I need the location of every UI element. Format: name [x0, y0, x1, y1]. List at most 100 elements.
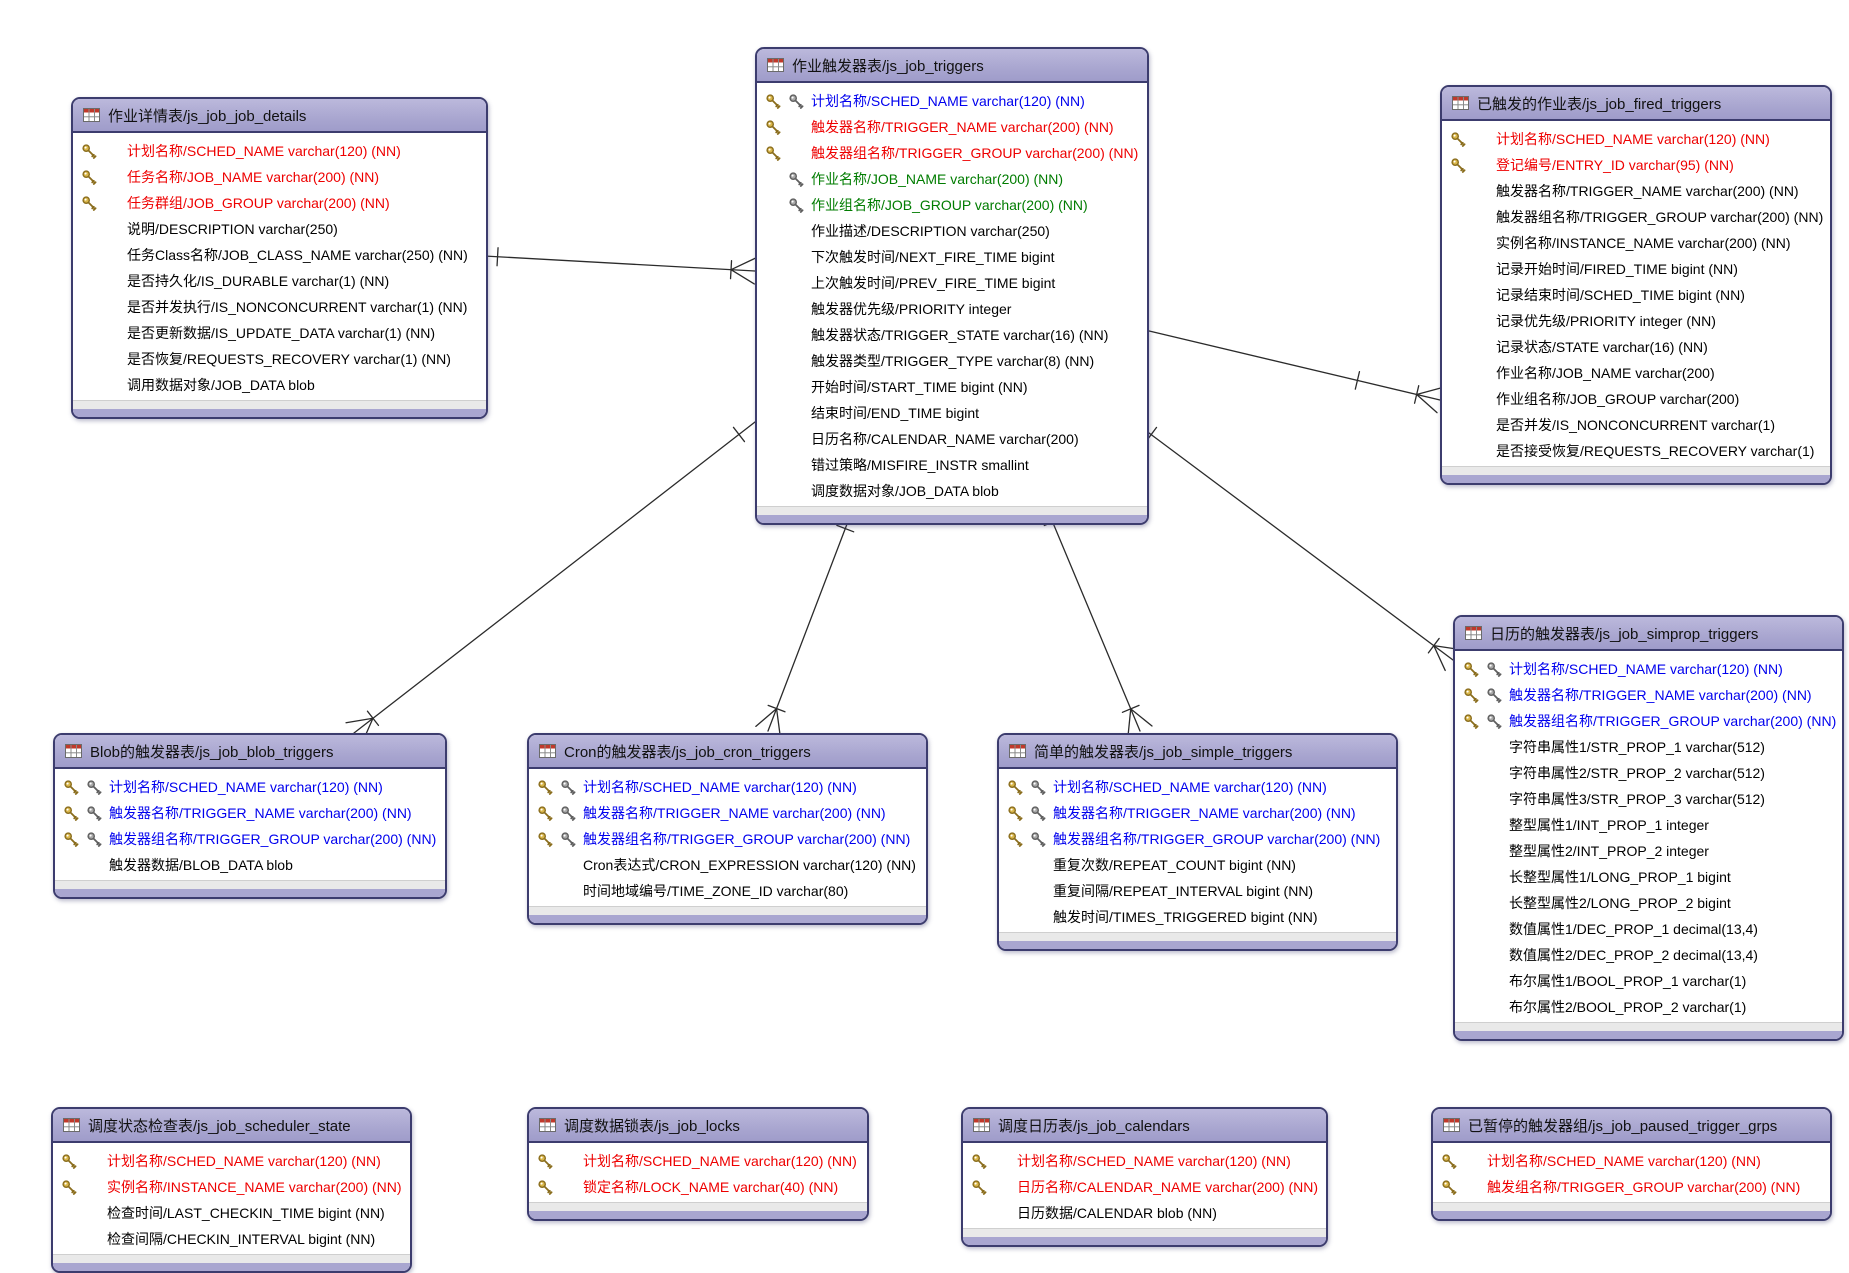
field-row[interactable]: 触发器组名称/TRIGGER_GROUP varchar(200) (NN)	[999, 826, 1396, 852]
field-row[interactable]: 触发器名称/TRIGGER_NAME varchar(200) (NN)	[1442, 178, 1830, 204]
table-header[interactable]: Blob的触发器表/js_job_blob_triggers	[55, 735, 445, 769]
field-row[interactable]: 错过策略/MISFIRE_INSTR smallint	[757, 452, 1147, 478]
field-row[interactable]: 说明/DESCRIPTION varchar(250)	[73, 216, 486, 242]
field-row[interactable]: 触发器名称/TRIGGER_NAME varchar(200) (NN)	[757, 114, 1147, 140]
field-row[interactable]: 布尔属性2/BOOL_PROP_2 varchar(1)	[1455, 994, 1842, 1020]
field-row[interactable]: 触发器名称/TRIGGER_NAME varchar(200) (NN)	[529, 800, 926, 826]
field-row[interactable]: 触发器名称/TRIGGER_NAME varchar(200) (NN)	[999, 800, 1396, 826]
field-row[interactable]: 实例名称/INSTANCE_NAME varchar(200) (NN)	[1442, 230, 1830, 256]
field-row[interactable]: 登记编号/ENTRY_ID varchar(95) (NN)	[1442, 152, 1830, 178]
entity-table-simple-triggers[interactable]: 简单的触发器表/js_job_simple_triggers 计划名称/SCHED…	[997, 733, 1398, 951]
field-row[interactable]: 触发器优先级/PRIORITY integer	[757, 296, 1147, 322]
field-row[interactable]: 计划名称/SCHED_NAME varchar(120) (NN)	[963, 1148, 1326, 1174]
field-row[interactable]: 计划名称/SCHED_NAME varchar(120) (NN)	[529, 774, 926, 800]
field-row[interactable]: 作业名称/JOB_NAME varchar(200)	[1442, 360, 1830, 386]
field-row[interactable]: 下次触发时间/NEXT_FIRE_TIME bigint	[757, 244, 1147, 270]
table-header[interactable]: 已触发的作业表/js_job_fired_triggers	[1442, 87, 1830, 121]
field-row[interactable]: 锁定名称/LOCK_NAME varchar(40) (NN)	[529, 1174, 867, 1200]
table-header[interactable]: 调度状态检查表/js_job_scheduler_state	[53, 1109, 410, 1143]
field-row[interactable]: 是否持久化/IS_DURABLE varchar(1) (NN)	[73, 268, 486, 294]
field-row[interactable]: 计划名称/SCHED_NAME varchar(120) (NN)	[999, 774, 1396, 800]
table-header[interactable]: 已暂停的触发器组/js_job_paused_trigger_grps	[1433, 1109, 1830, 1143]
table-header[interactable]: Cron的触发器表/js_job_cron_triggers	[529, 735, 926, 769]
field-row[interactable]: 记录开始时间/FIRED_TIME bigint (NN)	[1442, 256, 1830, 282]
field-row[interactable]: 触发器组名称/TRIGGER_GROUP varchar(200) (NN)	[1442, 204, 1830, 230]
field-row[interactable]: 计划名称/SCHED_NAME varchar(120) (NN)	[757, 88, 1147, 114]
field-row[interactable]: 记录状态/STATE varchar(16) (NN)	[1442, 334, 1830, 360]
entity-table-scheduler-state[interactable]: 调度状态检查表/js_job_scheduler_state 计划名称/SCHED…	[51, 1107, 412, 1273]
field-row[interactable]: 字符串属性2/STR_PROP_2 varchar(512)	[1455, 760, 1842, 786]
field-row[interactable]: 计划名称/SCHED_NAME varchar(120) (NN)	[53, 1148, 410, 1174]
field-row[interactable]: 计划名称/SCHED_NAME varchar(120) (NN)	[529, 1148, 867, 1174]
field-row[interactable]: 调度数据对象/JOB_DATA blob	[757, 478, 1147, 504]
field-row[interactable]: 触发器组名称/TRIGGER_GROUP varchar(200) (NN)	[55, 826, 445, 852]
field-row[interactable]: 记录优先级/PRIORITY integer (NN)	[1442, 308, 1830, 334]
field-row[interactable]: 计划名称/SCHED_NAME varchar(120) (NN)	[55, 774, 445, 800]
field-row[interactable]: 数值属性1/DEC_PROP_1 decimal(13,4)	[1455, 916, 1842, 942]
entity-table-paused-trigger-grps[interactable]: 已暂停的触发器组/js_job_paused_trigger_grps 计划名称/…	[1431, 1107, 1832, 1221]
field-row[interactable]: 任务群组/JOB_GROUP varchar(200) (NN)	[73, 190, 486, 216]
field-row[interactable]: 重复间隔/REPEAT_INTERVAL bigint (NN)	[999, 878, 1396, 904]
field-row[interactable]: 长整型属性1/LONG_PROP_1 bigint	[1455, 864, 1842, 890]
field-row[interactable]: 计划名称/SCHED_NAME varchar(120) (NN)	[1433, 1148, 1830, 1174]
field-row[interactable]: 上次触发时间/PREV_FIRE_TIME bigint	[757, 270, 1147, 296]
field-row[interactable]: 整型属性2/INT_PROP_2 integer	[1455, 838, 1842, 864]
field-row[interactable]: 结束时间/END_TIME bigint	[757, 400, 1147, 426]
field-row[interactable]: 布尔属性1/BOOL_PROP_1 varchar(1)	[1455, 968, 1842, 994]
field-row[interactable]: 计划名称/SCHED_NAME varchar(120) (NN)	[1455, 656, 1842, 682]
field-row[interactable]: 长整型属性2/LONG_PROP_2 bigint	[1455, 890, 1842, 916]
entity-table-calendars[interactable]: 调度日历表/js_job_calendars 计划名称/SCHED_NAME va…	[961, 1107, 1328, 1247]
field-row[interactable]: 触发组名称/TRIGGER_GROUP varchar(200) (NN)	[1433, 1174, 1830, 1200]
field-row[interactable]: 字符串属性1/STR_PROP_1 varchar(512)	[1455, 734, 1842, 760]
table-header[interactable]: 简单的触发器表/js_job_simple_triggers	[999, 735, 1396, 769]
table-header[interactable]: 日历的触发器表/js_job_simprop_triggers	[1455, 617, 1842, 651]
field-row[interactable]: 计划名称/SCHED_NAME varchar(120) (NN)	[73, 138, 486, 164]
field-row[interactable]: 作业组名称/JOB_GROUP varchar(200) (NN)	[757, 192, 1147, 218]
field-row[interactable]: 数值属性2/DEC_PROP_2 decimal(13,4)	[1455, 942, 1842, 968]
field-row[interactable]: 作业名称/JOB_NAME varchar(200) (NN)	[757, 166, 1147, 192]
field-row[interactable]: 是否接受恢复/REQUESTS_RECOVERY varchar(1)	[1442, 438, 1830, 464]
field-row[interactable]: 记录结束时间/SCHED_TIME bigint (NN)	[1442, 282, 1830, 308]
field-row[interactable]: 日历名称/CALENDAR_NAME varchar(200) (NN)	[963, 1174, 1326, 1200]
field-row[interactable]: 触发器名称/TRIGGER_NAME varchar(200) (NN)	[1455, 682, 1842, 708]
field-row[interactable]: 是否更新数据/IS_UPDATE_DATA varchar(1) (NN)	[73, 320, 486, 346]
field-row[interactable]: 是否并发/IS_NONCONCURRENT varchar(1)	[1442, 412, 1830, 438]
field-row[interactable]: 整型属性1/INT_PROP_1 integer	[1455, 812, 1842, 838]
field-row[interactable]: 任务Class名称/JOB_CLASS_NAME varchar(250) (N…	[73, 242, 486, 268]
field-row[interactable]: 检查时间/LAST_CHECKIN_TIME bigint (NN)	[53, 1200, 410, 1226]
entity-table-cron-triggers[interactable]: Cron的触发器表/js_job_cron_triggers 计划名称/SCHED…	[527, 733, 928, 925]
table-header[interactable]: 调度日历表/js_job_calendars	[963, 1109, 1326, 1143]
field-row[interactable]: 重复次数/REPEAT_COUNT bigint (NN)	[999, 852, 1396, 878]
field-row[interactable]: 日历名称/CALENDAR_NAME varchar(200)	[757, 426, 1147, 452]
field-row[interactable]: 作业组名称/JOB_GROUP varchar(200)	[1442, 386, 1830, 412]
field-row[interactable]: 触发器数据/BLOB_DATA blob	[55, 852, 445, 878]
field-row[interactable]: 日历数据/CALENDAR blob (NN)	[963, 1200, 1326, 1226]
table-header[interactable]: 作业触发器表/js_job_triggers	[757, 49, 1147, 83]
field-row[interactable]: 触发器组名称/TRIGGER_GROUP varchar(200) (NN)	[1455, 708, 1842, 734]
field-row[interactable]: 触发器类型/TRIGGER_TYPE varchar(8) (NN)	[757, 348, 1147, 374]
field-row[interactable]: 触发器组名称/TRIGGER_GROUP varchar(200) (NN)	[529, 826, 926, 852]
entity-table-triggers[interactable]: 作业触发器表/js_job_triggers 计划名称/SCHED_NAME va…	[755, 47, 1149, 525]
field-row[interactable]: 作业描述/DESCRIPTION varchar(250)	[757, 218, 1147, 244]
entity-table-simprop-triggers[interactable]: 日历的触发器表/js_job_simprop_triggers 计划名称/SCHE…	[1453, 615, 1844, 1041]
field-row[interactable]: 开始时间/START_TIME bigint (NN)	[757, 374, 1147, 400]
field-row[interactable]: 任务名称/JOB_NAME varchar(200) (NN)	[73, 164, 486, 190]
field-row[interactable]: 触发时间/TIMES_TRIGGERED bigint (NN)	[999, 904, 1396, 930]
field-row[interactable]: 时间地域编号/TIME_ZONE_ID varchar(80)	[529, 878, 926, 904]
entity-table-fired-triggers[interactable]: 已触发的作业表/js_job_fired_triggers 计划名称/SCHED_…	[1440, 85, 1832, 485]
table-header[interactable]: 调度数据锁表/js_job_locks	[529, 1109, 867, 1143]
field-row[interactable]: Cron表达式/CRON_EXPRESSION varchar(120) (NN…	[529, 852, 926, 878]
field-row[interactable]: 检查间隔/CHECKIN_INTERVAL bigint (NN)	[53, 1226, 410, 1252]
field-row[interactable]: 触发器状态/TRIGGER_STATE varchar(16) (NN)	[757, 322, 1147, 348]
field-row[interactable]: 触发器名称/TRIGGER_NAME varchar(200) (NN)	[55, 800, 445, 826]
entity-table-blob-triggers[interactable]: Blob的触发器表/js_job_blob_triggers 计划名称/SCHED…	[53, 733, 447, 899]
field-row[interactable]: 字符串属性3/STR_PROP_3 varchar(512)	[1455, 786, 1842, 812]
field-row[interactable]: 是否恢复/REQUESTS_RECOVERY varchar(1) (NN)	[73, 346, 486, 372]
field-row[interactable]: 触发器组名称/TRIGGER_GROUP varchar(200) (NN)	[757, 140, 1147, 166]
field-row[interactable]: 计划名称/SCHED_NAME varchar(120) (NN)	[1442, 126, 1830, 152]
field-row[interactable]: 调用数据对象/JOB_DATA blob	[73, 372, 486, 398]
field-row[interactable]: 是否并发执行/IS_NONCONCURRENT varchar(1) (NN)	[73, 294, 486, 320]
field-row[interactable]: 实例名称/INSTANCE_NAME varchar(200) (NN)	[53, 1174, 410, 1200]
entity-table-locks[interactable]: 调度数据锁表/js_job_locks 计划名称/SCHED_NAME varch…	[527, 1107, 869, 1221]
